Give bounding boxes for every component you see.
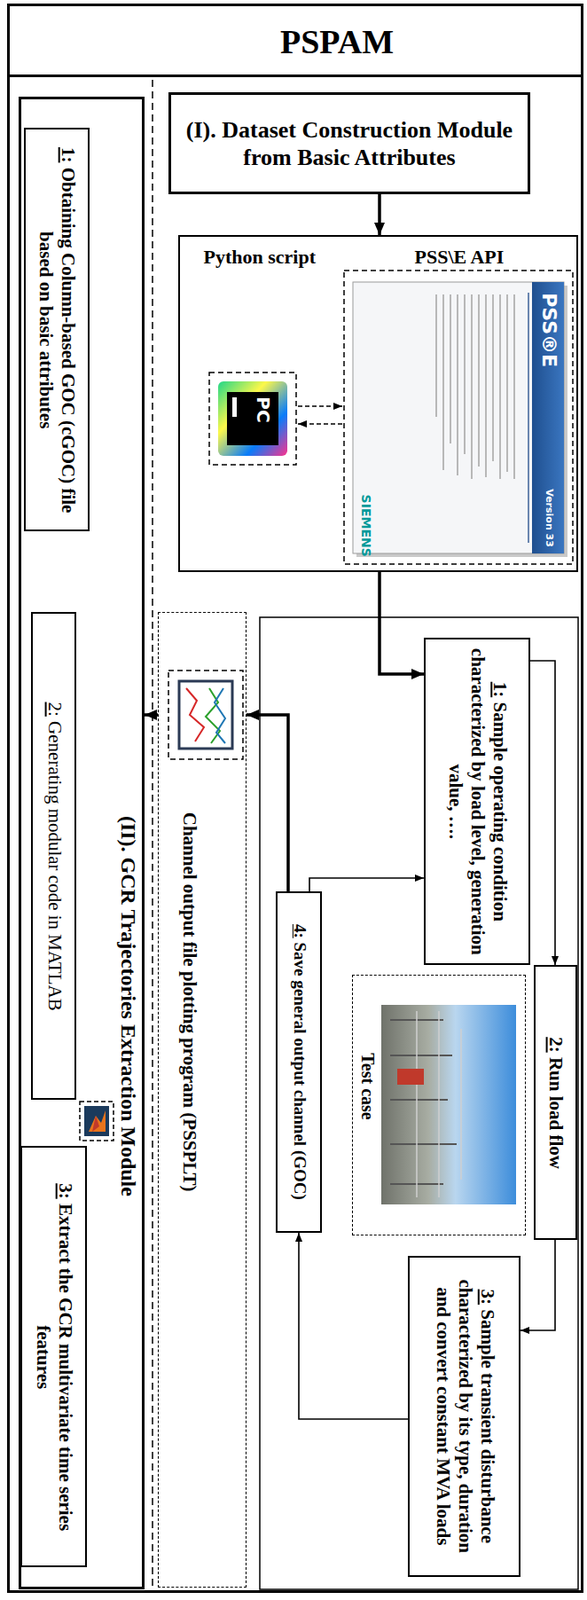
matlab-icon xyxy=(79,1101,114,1141)
tool-panel: Python script PSS\E API xyxy=(178,234,579,572)
box-text: 3: Sample transient disturbance characte… xyxy=(430,1264,499,1568)
column-header: Python script xyxy=(203,245,317,269)
box-text: 2: Run load flow xyxy=(543,973,566,1231)
box-text: Channel output file plotting program (PS… xyxy=(177,771,200,1233)
flow-arrow xyxy=(246,714,289,892)
substation-photo xyxy=(381,1004,517,1205)
test-case-box: Test case xyxy=(352,974,526,1236)
flow-arrow xyxy=(530,660,556,965)
api-exchange-arrows xyxy=(297,406,343,424)
flow-arrow xyxy=(298,1232,408,1419)
logo-text: PSS®E xyxy=(538,292,560,368)
version-text: Version 33 xyxy=(543,488,555,548)
process-box: 3: Sample transient disturbance characte… xyxy=(407,1255,521,1577)
box-text: 1: Sample operating condition characteri… xyxy=(443,646,511,956)
process-box: 2: Generating modular code in MATLAB xyxy=(31,611,77,1100)
flow-arrow xyxy=(377,194,382,235)
box-text: 1: Obtaining Column-based GOC (cGOC) fil… xyxy=(33,136,79,523)
box-text: (II). GCR Trajectories Extraction Module xyxy=(116,748,142,1263)
module-box: (II). GCR Trajectories Extraction Module… xyxy=(18,96,145,1589)
box-text: Test case xyxy=(357,997,379,1175)
box-text: 4: Save general output channel (GOC) xyxy=(289,900,310,1224)
flow-arrow xyxy=(379,571,424,674)
box-text: 2: Generating modular code in MATLAB xyxy=(42,620,65,1091)
process-box: 2: Run load flow xyxy=(533,964,578,1240)
steps-panel xyxy=(259,617,579,1589)
column-header: PSS\E API xyxy=(414,245,505,269)
framework-title: PSPAM xyxy=(9,6,581,78)
flow-arrow xyxy=(520,1239,556,1331)
module-box: (I). Dataset Construction Module from Ba… xyxy=(168,92,531,195)
process-box: 3: Extract the GCR multivariate time ser… xyxy=(20,1145,87,1567)
icon-letters: PC xyxy=(252,396,273,423)
framework-frame: PSPAM (I). Dataset Construction Module fr… xyxy=(7,3,584,1593)
program-box: Channel output file plotting program (PS… xyxy=(157,611,247,1588)
psse-screenshot xyxy=(344,270,573,564)
box-text: 3: Extract the GCR multivariate time ser… xyxy=(31,1154,76,1558)
pycharm-icon xyxy=(209,372,297,465)
process-box: 1: Obtaining Column-based GOC (cGOC) fil… xyxy=(23,127,90,532)
divider-line xyxy=(151,79,154,1590)
flow-arrow xyxy=(309,877,424,892)
pssplt-icon xyxy=(168,670,243,760)
flow-arrow xyxy=(144,712,158,717)
process-box: 1: Sample operating condition characteri… xyxy=(423,637,531,965)
box-text: (I). Dataset Construction Module from Ba… xyxy=(180,116,519,172)
brand-text: SIEMENS xyxy=(358,493,372,556)
process-box: 4: Save general output channel (GOC) xyxy=(275,891,322,1233)
